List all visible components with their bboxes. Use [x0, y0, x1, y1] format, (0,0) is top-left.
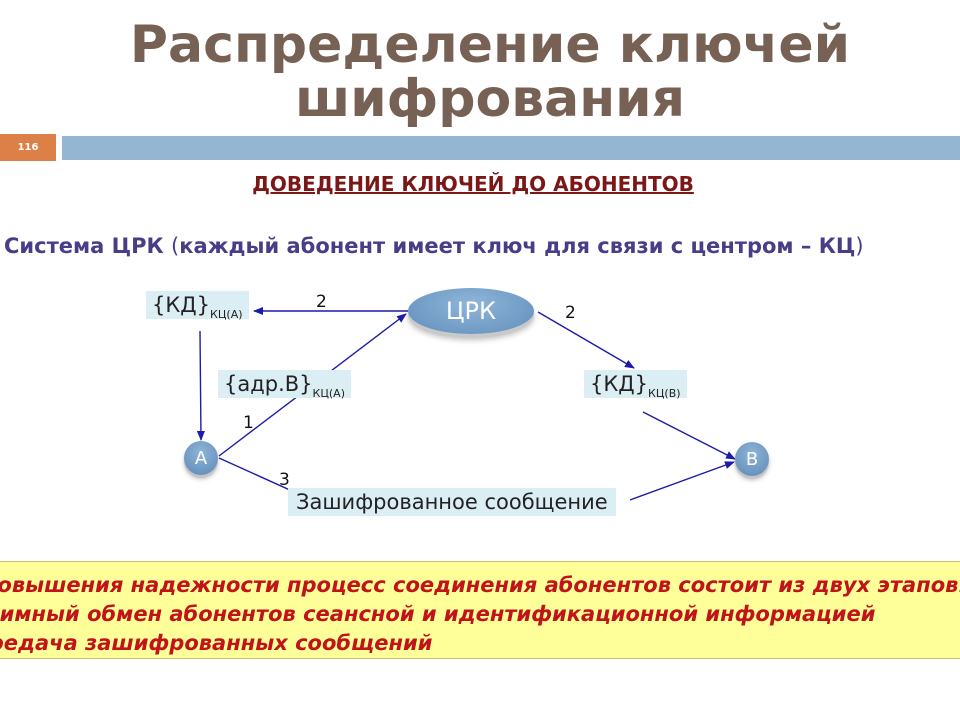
reliability-note: Для повышения надежности процесс соедине… [0, 561, 960, 659]
box-addr-b-sub: КЦ(А) [312, 387, 345, 400]
box-kd-a: {КД}КЦ(А) [146, 291, 249, 321]
step-label-message: 3 [279, 470, 290, 490]
arrow-message-to-b [629, 461, 735, 501]
intro-paren-close: ) [855, 234, 864, 258]
intro-main: Система ЦРК [4, 234, 171, 258]
step-label-request: 1 [243, 413, 254, 433]
note-line-1: Для повышения надежности процесс соедине… [0, 573, 960, 597]
node-b: B [735, 442, 769, 476]
slide-title-line-1: Распределение ключей [129, 15, 851, 75]
node-a: A [184, 441, 218, 475]
step-label-to-a: 2 [316, 292, 327, 312]
slide-title: Распределение ключей шифрования [0, 18, 960, 126]
box-kd-b-sub: КЦ(B) [648, 387, 681, 400]
box-encrypted-message: Зашифрованное сообщение [288, 488, 616, 516]
section-heading: ДОВЕДЕНИЕ КЛЮЧЕЙ ДО АБОНЕНТОВ [252, 172, 694, 196]
box-kd-b: {КД}КЦ(B) [584, 370, 687, 400]
intro-paren-open: ( [171, 234, 180, 258]
intro-detail: каждый абонент имеет ключ для связи с це… [179, 234, 856, 258]
box-addr-b: {адр.B}КЦ(А) [218, 370, 351, 400]
box-kd-b-main: {КД} [590, 372, 649, 396]
intro-statement: Система ЦРК (каждый абонент имеет ключ д… [4, 234, 864, 258]
box-kd-a-sub: КЦ(А) [210, 308, 243, 321]
arrow-crk-to-kd-b [537, 311, 635, 369]
crk-center-node: ЦРК [408, 288, 534, 334]
arrow-kd-b-to-b [642, 411, 736, 460]
slide-title-line-2: шифрования [295, 69, 685, 129]
slide-number-badge: 116 [0, 134, 56, 161]
arrow-kd-a-to-a [196, 330, 205, 441]
note-line-3: передача зашифрованных сообщений [0, 631, 433, 655]
box-kd-a-main: {КД} [152, 293, 211, 317]
note-line-2: взаимный обмен абонентов сеансной и иден… [0, 602, 876, 626]
step-label-to-b: 2 [565, 303, 576, 323]
header-divider-bar [62, 136, 960, 160]
box-addr-b-main: {адр.B} [224, 372, 313, 396]
